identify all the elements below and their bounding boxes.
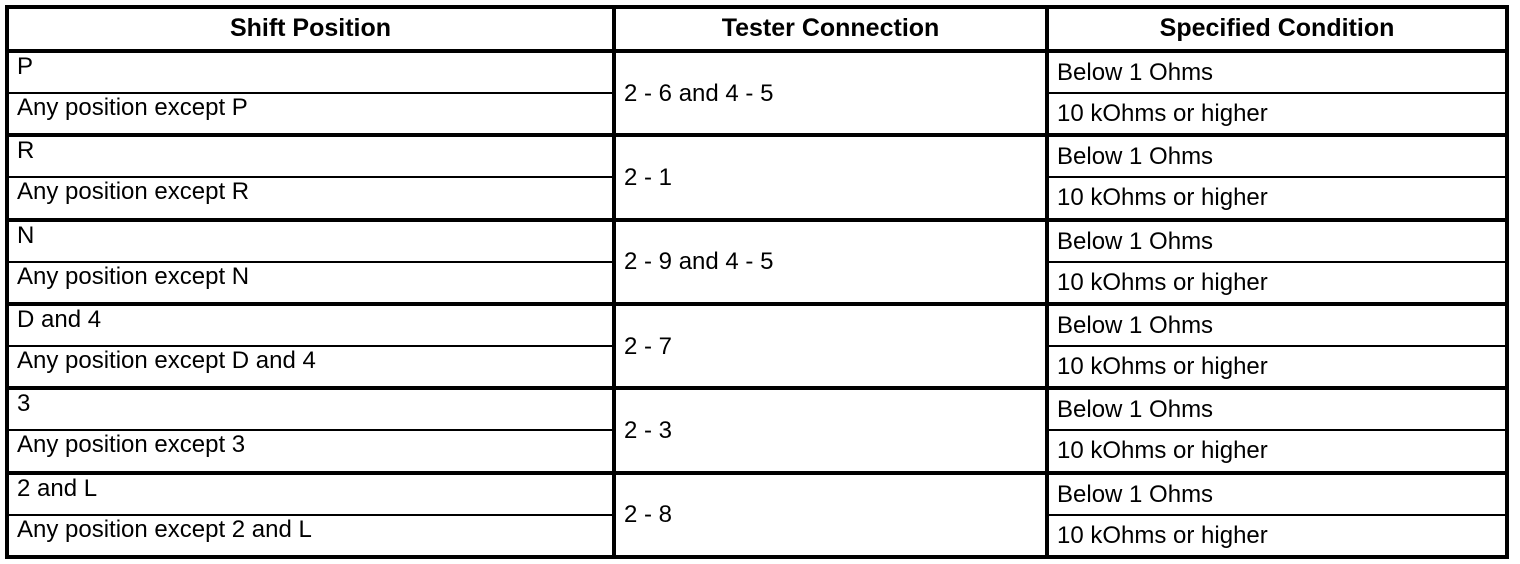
table-row: Any position except R 10 kOhms or higher xyxy=(7,177,1507,222)
cell-specified-condition: Below 1 Ohms xyxy=(1047,51,1507,95)
shift-position-spec-table: Shift Position Tester Connection Specifi… xyxy=(5,5,1509,559)
cell-shift-position: Any position except N xyxy=(7,261,614,306)
column-header-tester-connection-label: Tester Connection xyxy=(721,13,940,42)
table-header-row: Shift Position Tester Connection Specifi… xyxy=(7,7,1507,53)
table-row: R 2 - 1 Below 1 Ohms xyxy=(7,135,1507,222)
cell-shift-position: Any position except 3 xyxy=(7,430,614,475)
table-row: Any position except 3 10 kOhms or higher xyxy=(7,430,1507,475)
cell-specified-condition: Below 1 Ohms xyxy=(1047,303,1507,348)
cell-shift-position: D and 4 xyxy=(7,303,614,348)
cell-specified-condition: Below 1 Ohms xyxy=(1047,219,1507,263)
table-row: D and 4 2 - 7 Below 1 Ohms xyxy=(7,303,1507,391)
cell-shift-position: Any position except P xyxy=(7,93,614,138)
cell-shift-position: 3 xyxy=(7,388,614,432)
cell-tester-connection: 2 - 1 xyxy=(612,135,1049,222)
cell-specified-condition: 10 kOhms or higher xyxy=(1047,346,1507,391)
table-row: N 2 - 9 and 4 - 5 Below 1 Ohms xyxy=(7,219,1507,306)
table-row: Any position except P 10 kOhms or higher xyxy=(7,93,1507,138)
table-row: 3 2 - 3 Below 1 Ohms xyxy=(7,388,1507,475)
table-row: Any position except N 10 kOhms or higher xyxy=(7,261,1507,306)
cell-shift-position: N xyxy=(7,219,614,263)
cell-specified-condition: 10 kOhms or higher xyxy=(1047,93,1507,138)
table-body: P 2 - 6 and 4 - 5 Below 1 Ohms Any posit… xyxy=(7,51,1507,557)
cell-shift-position: R xyxy=(7,135,614,179)
column-header-shift-position-label: Shift Position xyxy=(229,13,392,42)
column-header-tester-connection: Tester Connection xyxy=(612,7,1047,53)
column-header-specified-condition-label: Specified Condition xyxy=(1159,13,1395,42)
cell-tester-connection: 2 - 9 and 4 - 5 xyxy=(612,219,1049,306)
table-row: Any position except 2 and L 10 kOhms or … xyxy=(7,514,1507,557)
table-row: Any position except D and 4 10 kOhms or … xyxy=(7,346,1507,391)
cell-specified-condition: Below 1 Ohms xyxy=(1047,472,1507,516)
cell-tester-connection: 2 - 8 xyxy=(612,472,1049,557)
cell-specified-condition: 10 kOhms or higher xyxy=(1047,514,1507,557)
table-header: Shift Position Tester Connection Specifi… xyxy=(7,7,1507,53)
cell-tester-connection: 2 - 7 xyxy=(612,303,1049,391)
cell-specified-condition: 10 kOhms or higher xyxy=(1047,261,1507,306)
cell-specified-condition: Below 1 Ohms xyxy=(1047,388,1507,432)
cell-shift-position: Any position except D and 4 xyxy=(7,346,614,391)
cell-specified-condition: 10 kOhms or higher xyxy=(1047,430,1507,475)
cell-tester-connection: 2 - 6 and 4 - 5 xyxy=(612,51,1049,138)
cell-shift-position: P xyxy=(7,51,614,95)
table-row: 2 and L 2 - 8 Below 1 Ohms xyxy=(7,472,1507,557)
column-header-shift-position: Shift Position xyxy=(7,7,614,53)
cell-specified-condition: Below 1 Ohms xyxy=(1047,135,1507,179)
cell-shift-position: Any position except R xyxy=(7,177,614,222)
column-header-specified-condition: Specified Condition xyxy=(1045,7,1507,53)
cell-specified-condition: 10 kOhms or higher xyxy=(1047,177,1507,222)
table-row: P 2 - 6 and 4 - 5 Below 1 Ohms xyxy=(7,51,1507,138)
cell-shift-position: Any position except 2 and L xyxy=(7,514,614,557)
cell-shift-position: 2 and L xyxy=(7,472,614,516)
cell-tester-connection: 2 - 3 xyxy=(612,388,1049,475)
